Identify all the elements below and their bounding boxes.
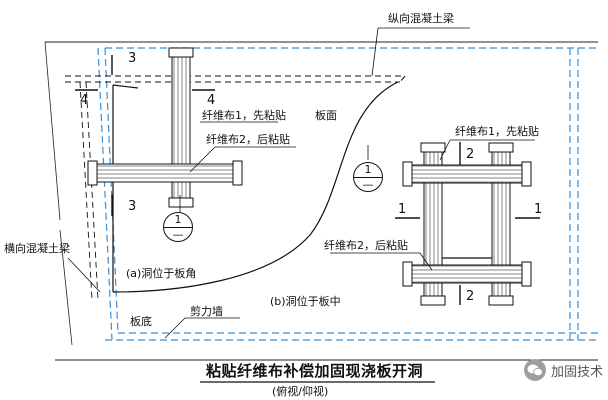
- section-1-left: 1: [398, 202, 407, 217]
- label-fiber2-a: 纤维布2，后粘贴: [206, 133, 290, 146]
- section-cut-lines: [75, 55, 540, 305]
- wechat-icon: [524, 359, 546, 381]
- detail-bubble-b: 1 —: [353, 162, 383, 192]
- fiber-strips-b: [402, 142, 532, 306]
- section-3-bottom: 3: [128, 199, 137, 214]
- leader-lines: [67, 27, 535, 339]
- label-transverse-beam: 横向混凝土梁: [4, 242, 70, 255]
- label-shear-wall: 剪力墙: [190, 305, 223, 318]
- drawing-title: 粘贴纤维布补偿加固现浇板开洞: [206, 362, 424, 380]
- section-3-top: 3: [128, 51, 137, 66]
- label-slab-top: 板面: [315, 109, 337, 122]
- label-fiber1-a: 纤维布1，先粘贴: [202, 109, 286, 122]
- label-case-a: (a)洞位于板角: [126, 267, 197, 280]
- section-1-right: 1: [534, 202, 543, 217]
- detail-bubble-b-bottom: —: [362, 178, 374, 191]
- longitudinal-beam-dash: [65, 75, 406, 83]
- detail-bubble-a: 1 —: [163, 212, 193, 242]
- hole-boundary-b: [437, 179, 496, 259]
- watermark-text: 加固技术: [551, 364, 604, 380]
- section-4-right: 4: [207, 93, 216, 108]
- label-fiber2-b: 纤维布2，后粘贴: [324, 239, 408, 252]
- detail-bubble-a-top: 1: [164, 213, 192, 228]
- slab-outline: [44, 41, 598, 361]
- detail-bubble-a-bottom: —: [172, 228, 184, 241]
- drawing-subtitle: (俯视/仰视): [272, 385, 329, 398]
- detail-bubble-b-top: 1: [354, 163, 382, 178]
- section-4-left: 4: [80, 93, 89, 108]
- label-case-b: (b)洞位于板中: [270, 295, 341, 308]
- label-slab-bottom: 板底: [130, 315, 152, 328]
- transverse-beam-dash: [79, 81, 99, 301]
- section-2-bottom: 2: [466, 289, 475, 304]
- fiber-strips-a: [87, 47, 243, 208]
- watermark: 加固技术: [524, 358, 603, 382]
- label-fiber1-b: 纤维布1，先粘贴: [455, 125, 539, 138]
- label-longitudinal-beam: 纵向混凝土梁: [388, 12, 454, 25]
- section-2-top: 2: [466, 147, 475, 162]
